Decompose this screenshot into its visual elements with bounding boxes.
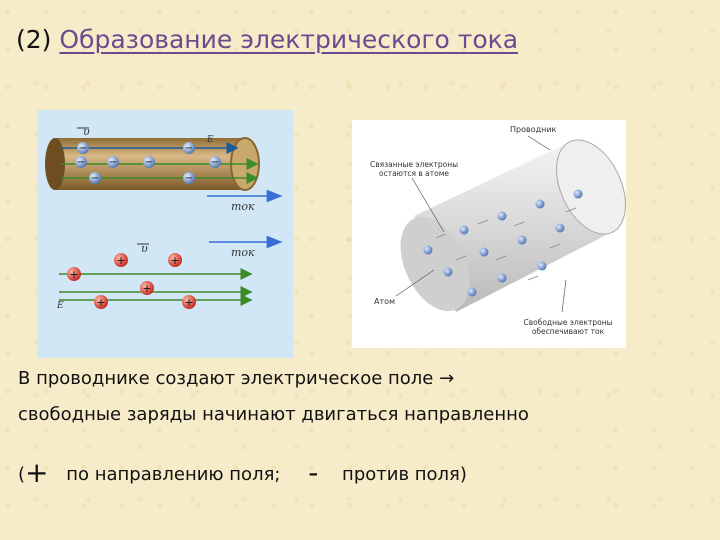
current-label: ток — [231, 200, 255, 213]
atom-label: Атом — [374, 297, 395, 306]
conductor-charges-figure: − − − − − − − − υ E ток ток υ E + + + + … — [37, 110, 293, 358]
svg-text:−: − — [109, 157, 117, 168]
svg-text:+: + — [96, 296, 105, 309]
svg-text:−: − — [185, 143, 193, 154]
svg-text:−: − — [185, 173, 193, 184]
svg-text:+: + — [69, 268, 78, 281]
plus-sign: + — [25, 461, 48, 485]
svg-text:−: − — [79, 143, 87, 154]
field-label: E — [206, 135, 214, 145]
svg-text:−: − — [77, 157, 85, 168]
free-electrons-label: Свободные электроны обеспечивают ток — [512, 318, 624, 344]
title-number: (2) — [16, 25, 51, 54]
svg-text:−: − — [145, 157, 153, 168]
svg-text:+: + — [142, 282, 151, 295]
minus-sign: - — [308, 461, 318, 485]
bound-electrons-label: Связанные электроны остаются в атоме — [366, 160, 462, 190]
svg-text:+: + — [184, 296, 193, 309]
plus-direction-text: по направлению поля; — [66, 463, 280, 487]
slide-title: (2) Образование электрического тока — [16, 24, 518, 56]
current-label: ток — [231, 246, 255, 259]
field-label: E — [56, 301, 64, 311]
conductor-atoms-figure: Проводник Связанные электроны остаются в… — [352, 120, 626, 348]
minus-direction-text: против поля) — [342, 463, 467, 487]
body-text-line-3: (+ по направлению поля; - против поля) — [18, 459, 467, 487]
svg-text:−: − — [211, 157, 219, 168]
body-text-line-2: свободные заряды начинают двигаться напр… — [18, 403, 529, 427]
conductor-label: Проводник — [510, 125, 557, 134]
svg-text:+: + — [170, 254, 179, 267]
svg-text:−: − — [91, 173, 99, 184]
svg-text:+: + — [116, 254, 125, 267]
velocity-label: υ — [83, 125, 90, 138]
body-text-line-1: В проводнике создают электрическое поле … — [18, 367, 454, 391]
title-text: Образование электрического тока — [59, 25, 518, 54]
open-paren: ( — [18, 463, 25, 487]
